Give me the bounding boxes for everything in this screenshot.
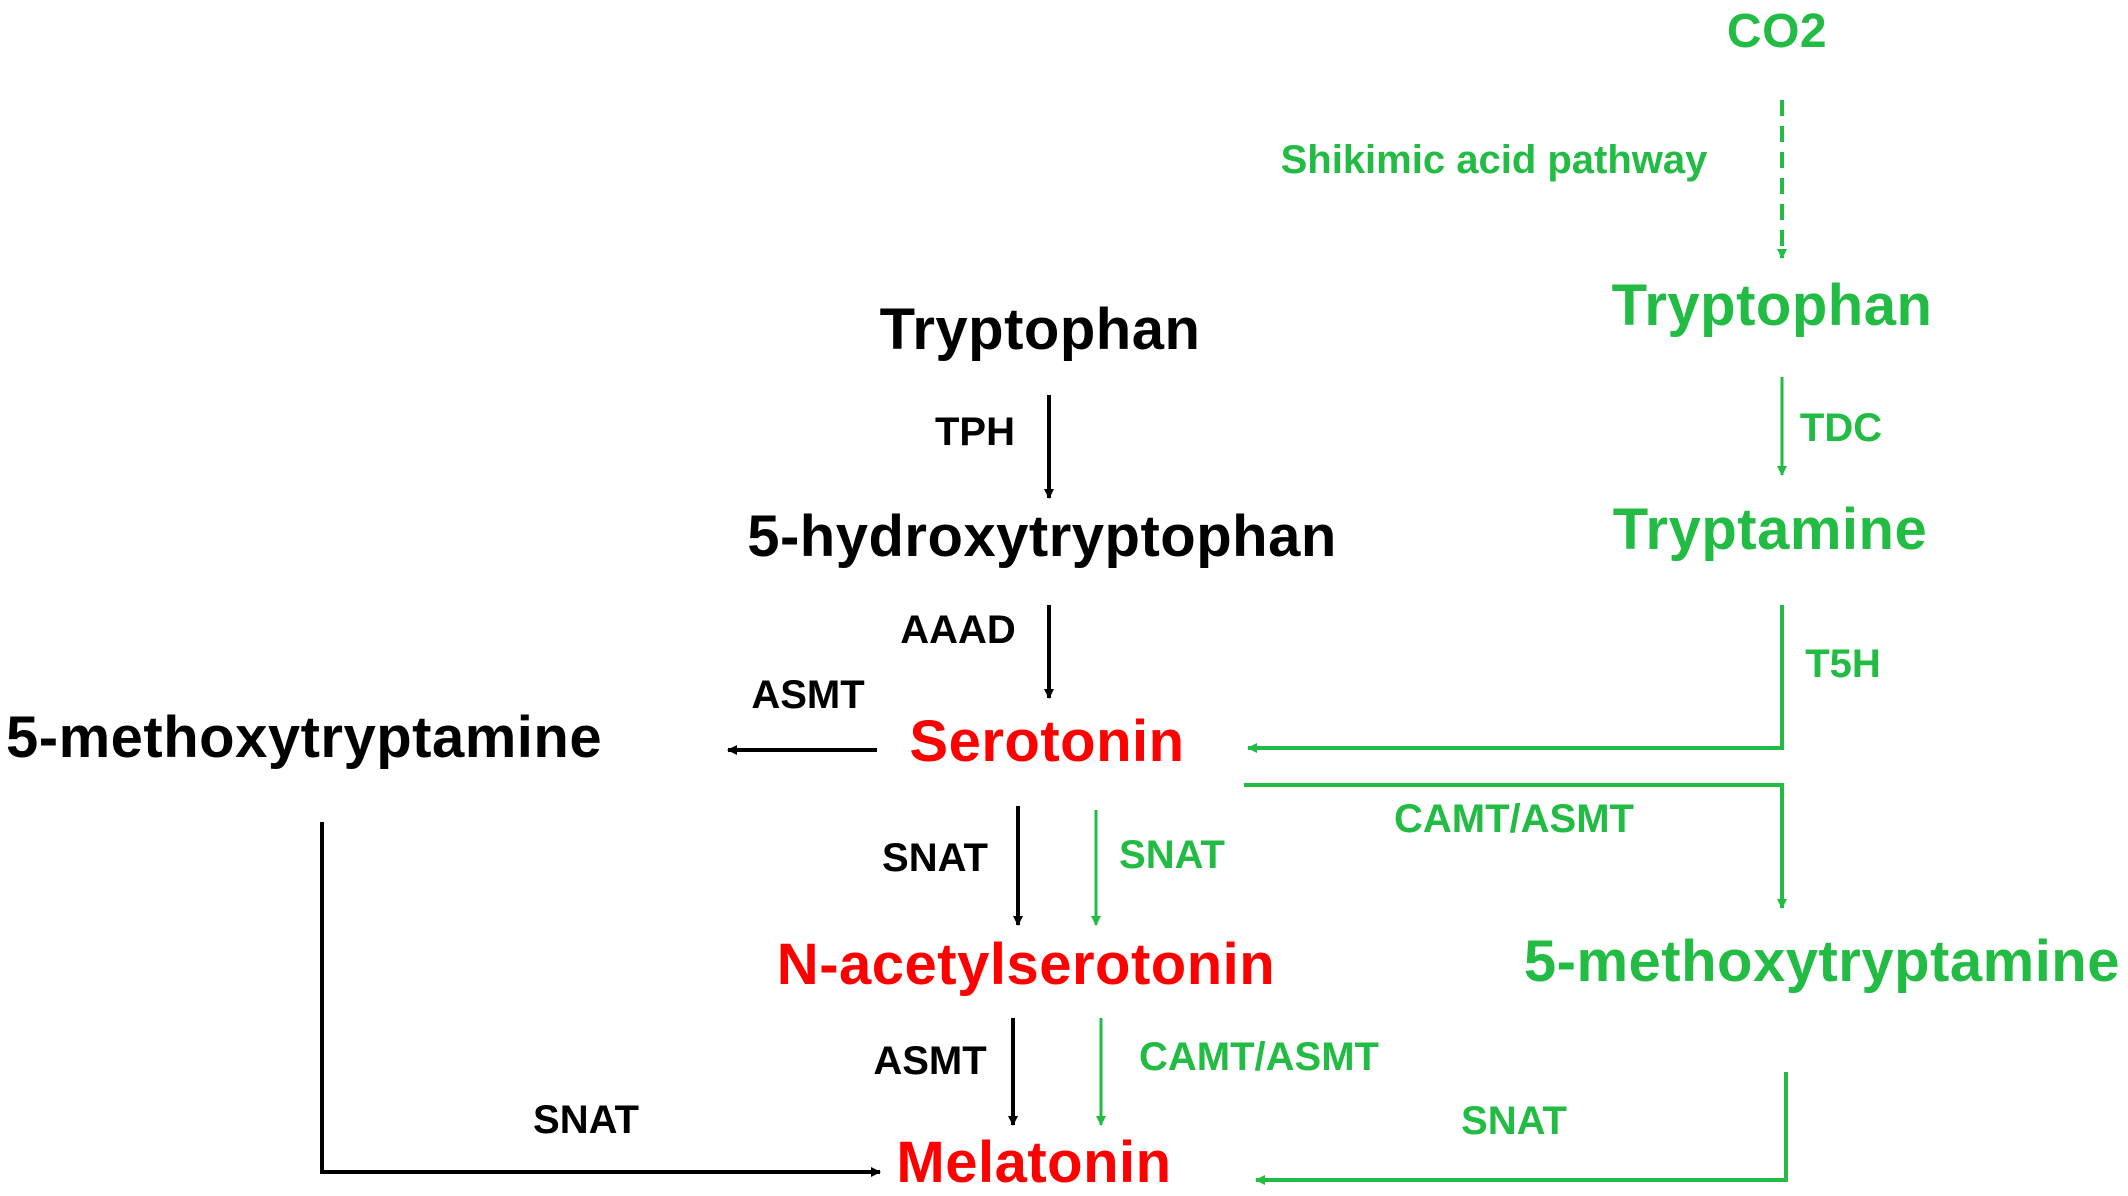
compound-serotonin: Serotonin	[909, 709, 1185, 774]
enzyme-snat-black-5mt-to-melatonin: SNAT	[533, 1098, 639, 1142]
arrow-5mt-plant-to-melatonin	[1255, 1072, 1788, 1185]
compound-tryptamine: Tryptamine	[1612, 497, 1928, 562]
compound-n-acetylserotonin: N-acetylserotonin	[776, 932, 1276, 997]
enzyme-tdc: TDC	[1799, 406, 1883, 450]
compound-melatonin: Melatonin	[896, 1130, 1172, 1195]
enzyme-camt-asmt-green-nas-to-melatonin: CAMT/ASMT	[1139, 1035, 1379, 1079]
compound-co2: CO2	[1726, 5, 1828, 58]
enzyme-snat-green-serotonin-to-nas: SNAT	[1119, 833, 1225, 877]
enzyme-asmt-black-nas-to-melatonin: ASMT	[873, 1039, 987, 1083]
enzyme-shikimic-acid-pathway: Shikimic acid pathway	[1280, 138, 1708, 182]
arrow-5mt-animal-to-melatonin	[320, 822, 881, 1177]
enzyme-t5h: T5H	[1805, 642, 1881, 686]
arrow-serotonin-to-5mt-plant	[1244, 783, 1787, 909]
enzyme-asmt-serotonin-to-5mt: ASMT	[751, 673, 865, 717]
compound-5-methoxytryptamine-plant: 5-methoxytryptamine	[1523, 929, 2120, 994]
enzyme-aaad: AAAD	[900, 608, 1016, 652]
arrow-tryptamine-to-serotonin	[1247, 605, 1784, 753]
enzyme-camt-asmt-serotonin-to-5mt: CAMT/ASMT	[1394, 797, 1634, 841]
compound-tryptophan-animal: Tryptophan	[879, 297, 1201, 362]
compound-5-hydroxytryptophan: 5-hydroxytryptophan	[747, 504, 1337, 569]
enzyme-snat-green-5mt-to-melatonin: SNAT	[1461, 1099, 1567, 1143]
compound-5-methoxytryptamine-animal: 5-methoxytryptamine	[6, 705, 603, 770]
enzyme-snat-black-serotonin-to-nas: SNAT	[882, 836, 988, 880]
compound-tryptophan-plant: Tryptophan	[1611, 273, 1933, 338]
enzyme-tph: TPH	[935, 410, 1015, 454]
